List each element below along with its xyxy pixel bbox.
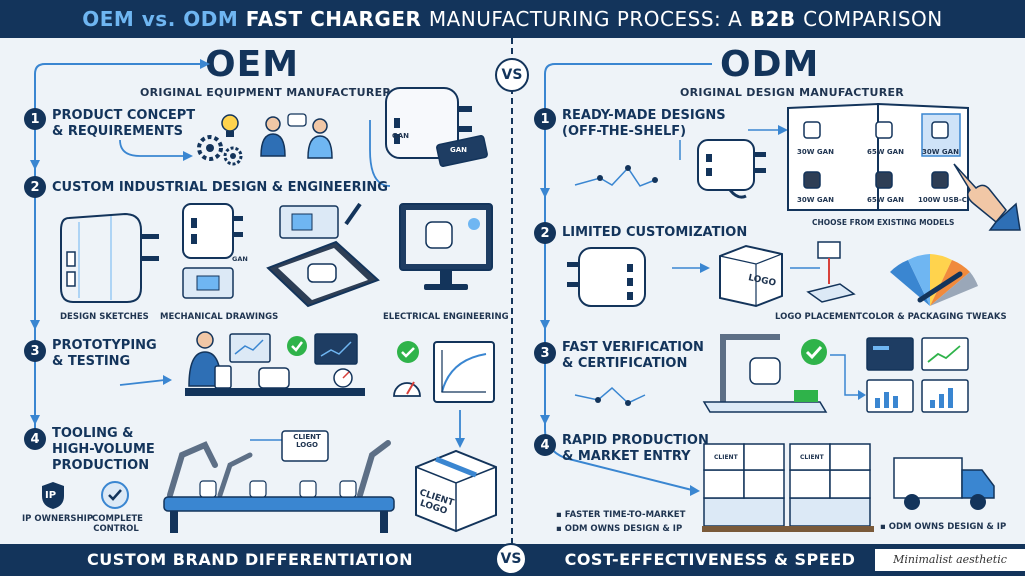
production-line-illustration (163, 430, 395, 533)
catalog-caption: CHOOSE FROM EXISTING MODELS (812, 218, 955, 227)
odm-flow-arrows (540, 63, 866, 496)
gears-icon (197, 135, 243, 166)
oem-chip-gan-label: GaN (450, 146, 468, 154)
delivery-truck-icon (893, 457, 995, 510)
check-icon-2 (397, 341, 419, 363)
odm-step-2-title: LIMITED CUSTOMIZATION (562, 225, 748, 240)
catalog-model-5-icon (875, 171, 893, 189)
lightbulb-icon (221, 114, 239, 137)
caption-ip-ownership: IP OWNERSHIP (22, 514, 94, 524)
title-oem-odm: OEM vs. ODM (82, 7, 239, 31)
odm-step-2-number: 2 (534, 222, 556, 244)
footer-bar: CUSTOM BRAND DIFFERENTIATION COST-EFFECT… (0, 544, 1025, 576)
header-bar: OEM vs. ODM FAST CHARGER MANUFACTURING P… (0, 0, 1025, 38)
catalog-model-6-icon (931, 171, 949, 189)
odm-step-3-number: 3 (534, 342, 556, 364)
dashboard-panel-1-icon (866, 337, 914, 371)
check-icon-1 (287, 336, 307, 356)
catalog-model-1-icon (803, 121, 821, 139)
catalog-model-6: 100W USB-C (918, 196, 967, 204)
oem-charger-gan-label: GaN (392, 132, 410, 140)
oem-step-4-title: TOOLING & HIGH-VOLUME PRODUCTION (52, 426, 155, 473)
mechanical-drawing-illustration (182, 203, 243, 299)
catalog-model-4: 30W GaN (797, 196, 834, 204)
title-comparison: COMPARISON (803, 7, 943, 31)
odm-step-1-number: 1 (534, 108, 556, 130)
odm-white-charger-icon (567, 247, 646, 307)
oem-step-1-title: PRODUCT CONCEPT & REQUIREMENTS (52, 108, 196, 139)
vs-badge-top: VS (495, 58, 529, 92)
verification-rig-icon (702, 334, 828, 413)
engineering-tablet-illustration (266, 202, 380, 308)
catalog-model-5: 65W GaN (867, 196, 904, 204)
oem-step-2-number: 2 (24, 176, 46, 198)
caption-logo-placement: LOGO PLACEMENT (775, 312, 862, 322)
dashboard-panel-3-icon (866, 379, 914, 413)
catalog-model-4-icon (803, 171, 821, 189)
catalog-model-2-icon (875, 121, 893, 139)
box-label-2: CLIENT (800, 454, 824, 461)
team-meeting-icon (260, 113, 333, 159)
mechanical-gan-label: GaN (232, 255, 248, 263)
pallet-boxes-illustration (702, 443, 874, 532)
box-label-1: CLIENT (714, 454, 738, 461)
vs-badge-bottom: VS (495, 543, 527, 575)
gauge-icon (393, 381, 421, 397)
client-logo-sign: CLIENT LOGO (293, 433, 321, 449)
odm-subtitle: ORIGINAL DESIGN MANUFACTURER (680, 86, 905, 99)
catalog-model-3: 30W GaN (922, 148, 959, 156)
odm-bullet-2: ▪ ODM OWNS DESIGN & IP (556, 524, 683, 534)
footer-aesthetic: Minimalist aesthetic (875, 549, 1025, 571)
oem-step-4-number: 4 (24, 428, 46, 450)
ip-badge: IP (45, 490, 57, 501)
pointing-hand-icon (953, 163, 1021, 231)
oem-step-3-number: 3 (24, 340, 46, 362)
odm-charger-icon (697, 139, 766, 199)
footer-left: CUSTOM BRAND DIFFERENTIATION (87, 550, 413, 569)
center-divider (511, 38, 513, 544)
caption-color-packaging: COLOR & PACKAGING TWEAKS (862, 312, 1007, 322)
title-fast-charger: FAST CHARGER (245, 7, 422, 31)
logo-laser-press-icon (806, 241, 856, 303)
dashboard-panel-4-icon (921, 379, 969, 413)
title-process: MANUFACTURING PROCESS: A (428, 7, 743, 31)
odm-step-3-title: FAST VERIFICATION & CERTIFICATION (562, 340, 704, 371)
catalog-model-1: 30W GaN (797, 148, 834, 156)
oem-step-3-title: PROTOTYPING & TESTING (52, 338, 157, 369)
color-swatch-fan-icon (890, 254, 978, 306)
odm-title: ODM (720, 44, 820, 85)
footer-right: COST-EFFECTIVENESS & SPEED (564, 550, 856, 569)
oem-step-2-title: CUSTOM INDUSTRIAL DESIGN & ENGINEERING (52, 180, 388, 195)
oem-title: OEM (205, 44, 300, 85)
logo-charger-icon (719, 244, 783, 308)
catalog-model-3-icon (931, 121, 949, 139)
caption-mechanical-drawings: MECHANICAL DRAWINGS (160, 312, 279, 322)
test-graph-icon (433, 341, 495, 403)
caption-complete-control: COMPLETE CONTROL (92, 514, 143, 534)
odm-bullet-1: ▪ FASTER TIME-TO-MARKET (556, 510, 686, 520)
odm-step-4-title: RAPID PRODUCTION & MARKET ENTRY (562, 433, 709, 464)
oem-step-1-number: 1 (24, 108, 46, 130)
oem-charger-gan-icon (385, 87, 488, 167)
catalog-model-2: 65W GaN (867, 148, 904, 156)
prototyping-lab-illustration (185, 331, 365, 396)
ip-shield-icon (42, 482, 64, 509)
odm-step-4-number: 4 (534, 434, 556, 456)
oem-subtitle: ORIGINAL EQUIPMENT MANUFACTURER (140, 86, 392, 99)
complete-control-badge-icon (101, 481, 129, 509)
verification-check-icon (801, 339, 827, 365)
truck-caption: ▪ ODM OWNS DESIGN & IP (880, 522, 1007, 532)
oem-flow-arrows (30, 59, 465, 448)
monitor-cad-illustration (399, 203, 493, 290)
client-box-illustration (415, 449, 497, 533)
design-sketch-illustration (60, 212, 159, 303)
title-b2b: B2B (749, 7, 796, 31)
caption-design-sketches: DESIGN SKETCHES (60, 312, 149, 322)
caption-electrical-engineering: ELECTRICAL ENGINEERING (383, 312, 509, 322)
dashboard-panel-2-icon (921, 337, 969, 371)
odm-step-1-title: READY-MADE DESIGNS (OFF-THE-SHELF) (562, 108, 726, 139)
